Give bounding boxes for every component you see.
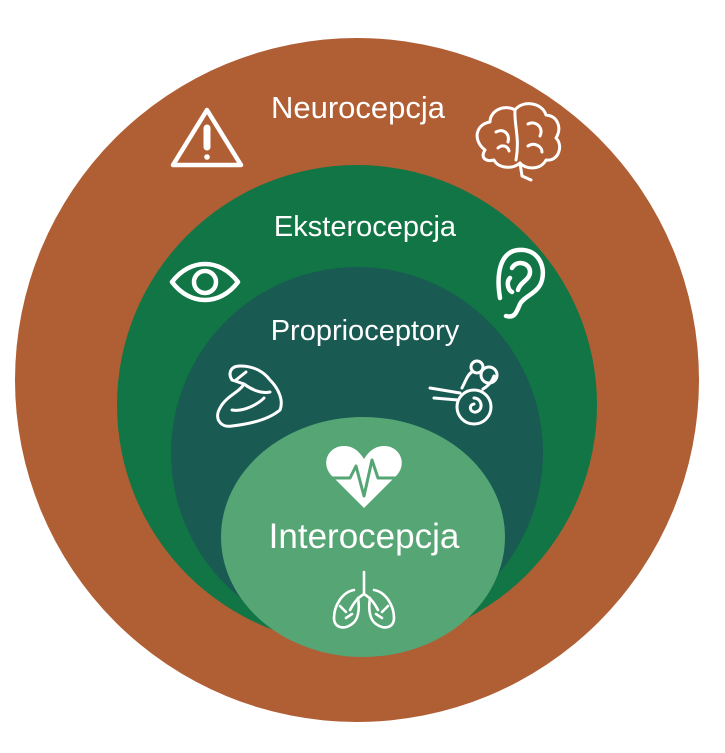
label-neurocepcja: Neurocepcja: [271, 90, 446, 125]
lungs-icon: [332, 570, 396, 629]
label-eksterocepcja: Eksterocepcja: [274, 211, 457, 243]
heart-pulse-icon: [326, 446, 402, 508]
biceps-icon: [216, 364, 283, 428]
label-interocepcja: Interocepcja: [269, 517, 460, 556]
label-proprioceptory: Proprioceptory: [271, 315, 460, 347]
warning-icon: [170, 107, 244, 168]
eye-icon: [169, 261, 241, 303]
inner-ear-icon: [428, 359, 499, 426]
ring-interocepcja: [221, 417, 505, 657]
ear-icon: [496, 247, 546, 319]
brain-icon: [475, 102, 562, 182]
